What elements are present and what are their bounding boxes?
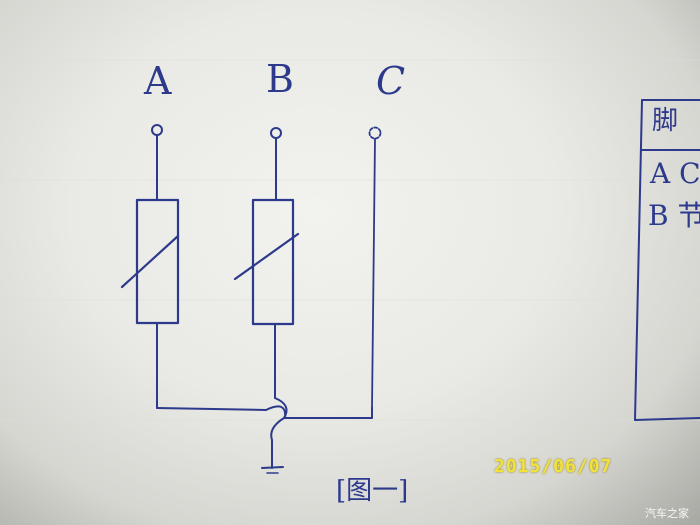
resistor-a <box>120 198 180 409</box>
side-table-row-2: B 节 <box>648 199 700 232</box>
terminal-c-pin <box>368 126 382 140</box>
terminal-a-label: A <box>144 59 172 103</box>
ground-icon <box>261 466 284 474</box>
figure-caption: [图一] <box>336 476 409 506</box>
date-stamp: 2015/06/07 <box>494 456 613 477</box>
terminal-b-pin <box>270 127 282 139</box>
resistor-b-wire-to-ground <box>270 397 288 469</box>
side-table-bottom-border <box>634 417 700 421</box>
terminal-c <box>368 126 382 409</box>
side-table-row-1: A C <box>650 157 700 190</box>
resistor-b <box>233 198 300 399</box>
side-table-left-border <box>634 99 643 421</box>
side-table-header: 脚 <box>652 106 679 136</box>
common-wire <box>156 405 373 419</box>
resistor-b-body <box>251 198 295 326</box>
paper-grid <box>0 59 700 421</box>
resistor-a-body <box>135 198 180 325</box>
watermark: 汽车之家 <box>645 507 689 520</box>
terminal-a-pin <box>151 124 163 136</box>
terminal-c-lead <box>371 138 376 409</box>
terminal-a <box>151 124 163 201</box>
resistor-b-variable-arrow-icon <box>233 232 300 281</box>
terminal-c-label: C <box>376 59 406 103</box>
resistor-a-variable-arrow-icon <box>120 234 180 289</box>
terminal-b <box>270 127 282 201</box>
side-table <box>634 99 700 421</box>
terminal-b-label: B <box>266 57 294 101</box>
